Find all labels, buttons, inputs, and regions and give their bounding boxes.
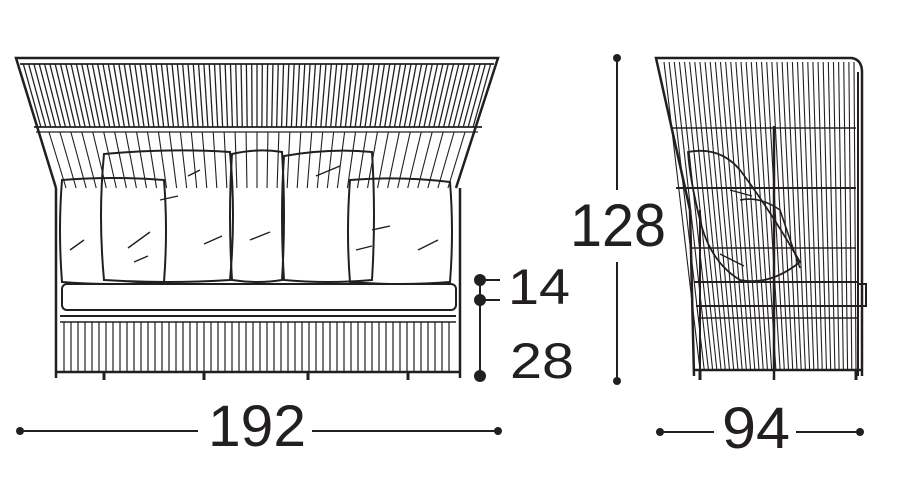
front-pillow-right — [347, 177, 453, 285]
depth-dimension-line — [656, 428, 864, 436]
width-dimension-line — [16, 427, 502, 435]
front-base-slats — [63, 322, 450, 372]
front-view — [14, 56, 500, 380]
pillow-creases — [69, 165, 439, 263]
side-outline — [654, 56, 864, 377]
height-dimension-line — [613, 54, 621, 385]
side-view — [654, 56, 867, 380]
front-back-pillow-1 — [100, 149, 234, 283]
front-canopy-slats — [22, 63, 492, 189]
side-depth-label: 94 — [722, 396, 790, 461]
dim-dot-bottom — [474, 370, 486, 382]
front-back-pillow-2 — [229, 149, 285, 283]
seat-base-height-label: 28 — [510, 333, 574, 389]
side-pillow — [687, 149, 802, 283]
seat-dimension-markers — [474, 274, 500, 382]
front-seat-cushion — [61, 283, 457, 311]
front-canopy-outline — [14, 56, 500, 189]
front-back-pillow-3 — [281, 149, 375, 283]
front-feet — [102, 372, 410, 380]
front-width-label: 192 — [208, 394, 306, 459]
front-pillow-left — [59, 177, 167, 285]
overall-height-label: 128 — [570, 192, 666, 259]
cushion-thickness-label: 14 — [508, 259, 570, 315]
